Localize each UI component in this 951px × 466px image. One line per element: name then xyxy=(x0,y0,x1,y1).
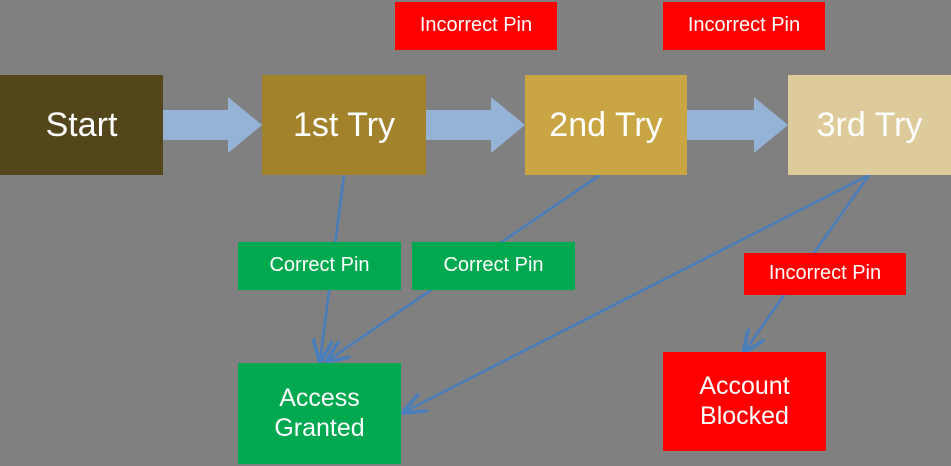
block-arrow-try2-to-try3 xyxy=(687,97,788,153)
node-access_granted[interactable]: Access Granted xyxy=(238,363,401,464)
node-try3[interactable]: 3rd Try xyxy=(788,75,951,175)
node-label: 2nd Try xyxy=(549,105,663,144)
node-account_blocked[interactable]: Account Blocked xyxy=(663,352,826,451)
node-label: 3rd Try xyxy=(816,105,923,144)
node-start[interactable]: Start xyxy=(0,75,163,175)
node-label: Access Granted xyxy=(274,384,365,442)
node-label: Correct Pin xyxy=(443,254,544,277)
node-label: Start xyxy=(45,105,118,144)
node-label: Correct Pin xyxy=(269,254,370,277)
node-label: Incorrect Pin xyxy=(687,14,801,37)
node-correct1[interactable]: Correct Pin xyxy=(238,242,401,290)
block-arrow-start-to-try1 xyxy=(163,97,262,153)
node-label: 1st Try xyxy=(292,105,396,144)
node-label: Incorrect Pin xyxy=(419,14,533,37)
node-incorrect2[interactable]: Incorrect Pin xyxy=(663,2,825,50)
node-label: Incorrect Pin xyxy=(768,262,882,285)
node-incorrect3[interactable]: Incorrect Pin xyxy=(744,253,906,295)
node-try1[interactable]: 1st Try xyxy=(262,75,426,175)
node-label: Account Blocked xyxy=(699,372,790,430)
block-arrow-try1-to-try2 xyxy=(426,97,525,153)
node-try2[interactable]: 2nd Try xyxy=(525,75,687,175)
node-correct2[interactable]: Correct Pin xyxy=(412,242,575,290)
node-incorrect1[interactable]: Incorrect Pin xyxy=(395,2,557,50)
